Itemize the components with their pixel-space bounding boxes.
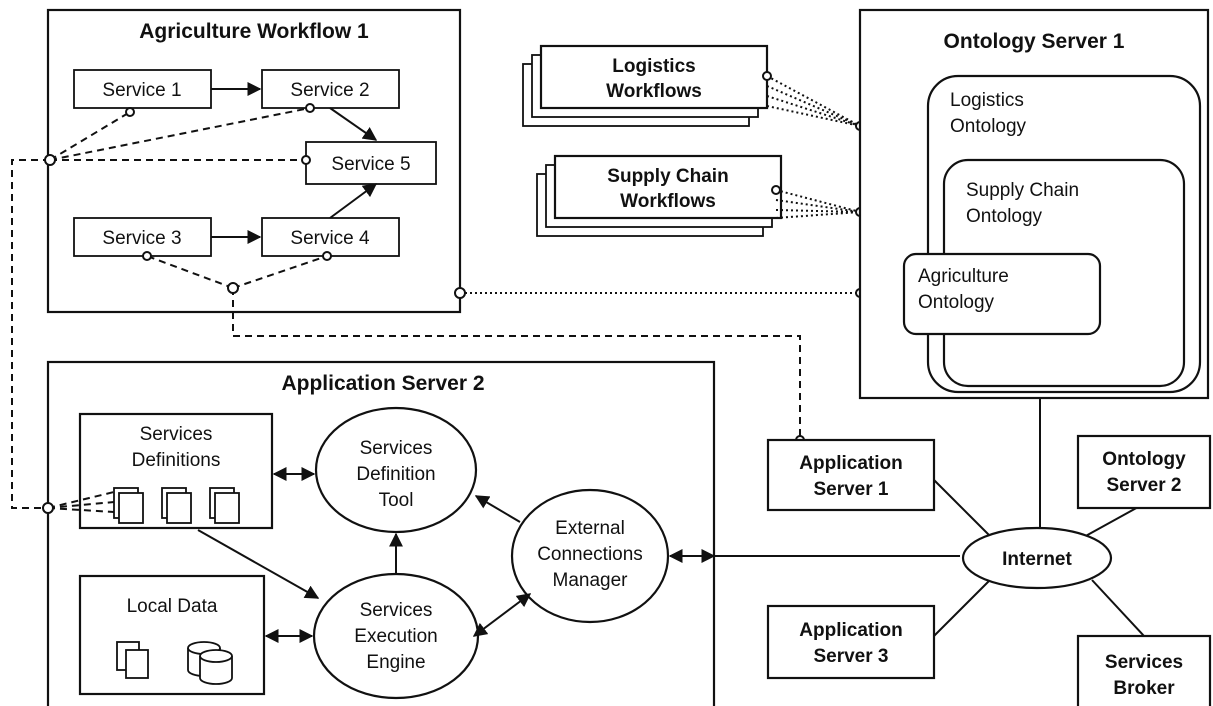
- definition-tool-line3: Tool: [379, 490, 414, 511]
- external-connections-manager: External Connections Manager: [510, 488, 670, 624]
- service-3-label: Service 3: [102, 228, 181, 249]
- supply-chain-ontology-line2: Ontology: [966, 206, 1043, 227]
- supply-chain-workflows-line2: Workflows: [620, 191, 716, 212]
- application-server-2-title: Application Server 2: [281, 372, 484, 395]
- logistics-workflows-line2: Workflows: [606, 81, 702, 102]
- agriculture-workflow-panel: Agriculture Workflow 1 Service 1 Service…: [46, 8, 462, 314]
- document-icon: [209, 487, 240, 524]
- binding-service1: [49, 111, 131, 161]
- binding-service4: [232, 255, 328, 289]
- ontology-server-2-line1: Ontology: [1102, 449, 1186, 470]
- link-ontology2-internet: [1081, 505, 1141, 539]
- execution-engine-line2: Execution: [354, 626, 437, 647]
- binding-service3: [146, 255, 234, 289]
- service-4-label: Service 4: [290, 228, 370, 249]
- agriculture-ontology-line2: Ontology: [918, 292, 995, 313]
- connector-node: [42, 502, 54, 514]
- service-1-label: Service 1: [102, 80, 181, 101]
- arrow-definitions-to-engine: [197, 529, 320, 599]
- external-manager-line3: Manager: [553, 570, 629, 591]
- document-icon: [113, 487, 144, 524]
- app-server-3-line1: Application: [799, 620, 902, 641]
- app-server-1-line2: Server 1: [813, 479, 888, 500]
- agriculture-ontology: [902, 252, 1102, 336]
- service-4-box: Service 4: [261, 217, 400, 257]
- logistics-ontology-line1: Logistics: [950, 90, 1024, 111]
- logistics-workflows-stack: Logistics Workflows: [522, 44, 769, 127]
- agriculture-ontology-line1: Agriculture: [918, 266, 1009, 287]
- connector-node: [227, 282, 239, 294]
- services-broker-line2: Broker: [1113, 678, 1175, 699]
- service-2-box: Service 2: [261, 69, 400, 109]
- arrow-service4-to-service5: [329, 183, 378, 219]
- services-definitions-box: Services Definitions: [78, 412, 274, 530]
- arrow-manager-engine: [472, 593, 532, 637]
- services-definitions-line2: Definitions: [132, 450, 221, 471]
- execution-engine-line3: Engine: [366, 652, 425, 673]
- link-broker-internet: [1091, 579, 1145, 637]
- ontology-server-1-title: Ontology Server 1: [944, 30, 1125, 53]
- arrow-service2-to-service5: [329, 107, 378, 141]
- execution-engine-line1: Services: [360, 600, 433, 621]
- logistics-workflows-line1: Logistics: [612, 56, 695, 77]
- internet-label: Internet: [1002, 549, 1072, 570]
- ontology-server-2: Ontology Server 2: [1076, 434, 1212, 510]
- link-appserver3-internet: [933, 575, 995, 637]
- binding-service2: [49, 107, 311, 161]
- ontology-server-2-line2: Server 2: [1106, 475, 1181, 496]
- services-definitions-line1: Services: [140, 424, 213, 445]
- workflow-to-app-server1-connector: [232, 288, 801, 440]
- document-icon: [161, 487, 192, 524]
- external-manager-line1: External: [555, 518, 625, 539]
- service-1-box: Service 1: [73, 69, 212, 109]
- service-2-label: Service 2: [290, 80, 369, 101]
- arrow-manager-to-tool: [474, 495, 521, 523]
- file-icon: [116, 641, 149, 679]
- services-execution-engine: Services Execution Engine: [312, 572, 480, 700]
- app-server-1-line1: Application: [799, 453, 902, 474]
- application-server-3: Application Server 3: [766, 604, 936, 680]
- services-definition-tool: Services Definition Tool: [314, 406, 478, 534]
- services-broker: Services Broker: [1076, 634, 1212, 706]
- supply-chain-workflows-line1: Supply Chain: [607, 166, 728, 187]
- internet-node: Internet: [961, 526, 1113, 590]
- connector-node: [44, 154, 56, 166]
- supply-chain-workflows-stack: Supply Chain Workflows: [536, 154, 783, 237]
- service-5-box: Service 5: [305, 141, 437, 185]
- database-icon: [187, 641, 233, 685]
- external-manager-line2: Connections: [537, 544, 643, 565]
- logistics-ontology-line2: Ontology: [950, 116, 1027, 137]
- local-data-label: Local Data: [127, 596, 218, 617]
- definition-tool-line2: Definition: [356, 464, 435, 485]
- link-appserver1-internet: [933, 479, 995, 541]
- agriculture-workflow-title: Agriculture Workflow 1: [139, 20, 369, 43]
- internet-network: Internet Application Server 1 Applicatio…: [766, 398, 1212, 706]
- service-3-box: Service 3: [73, 217, 212, 257]
- ontology-server-1: Ontology Server 1 Logistics Ontology Sup…: [858, 8, 1210, 400]
- application-server-2: Application Server 2 Services Definition…: [42, 360, 716, 706]
- definition-tool-line1: Services: [360, 438, 433, 459]
- services-broker-line1: Services: [1105, 652, 1183, 673]
- supply-chain-ontology-line1: Supply Chain: [966, 180, 1079, 201]
- app-server-3-line2: Server 3: [813, 646, 888, 667]
- service-5-label: Service 5: [331, 154, 410, 175]
- application-server-1: Application Server 1: [766, 438, 936, 512]
- workflow-to-definitions-connector: [11, 159, 50, 509]
- local-data-box: Local Data: [78, 574, 266, 696]
